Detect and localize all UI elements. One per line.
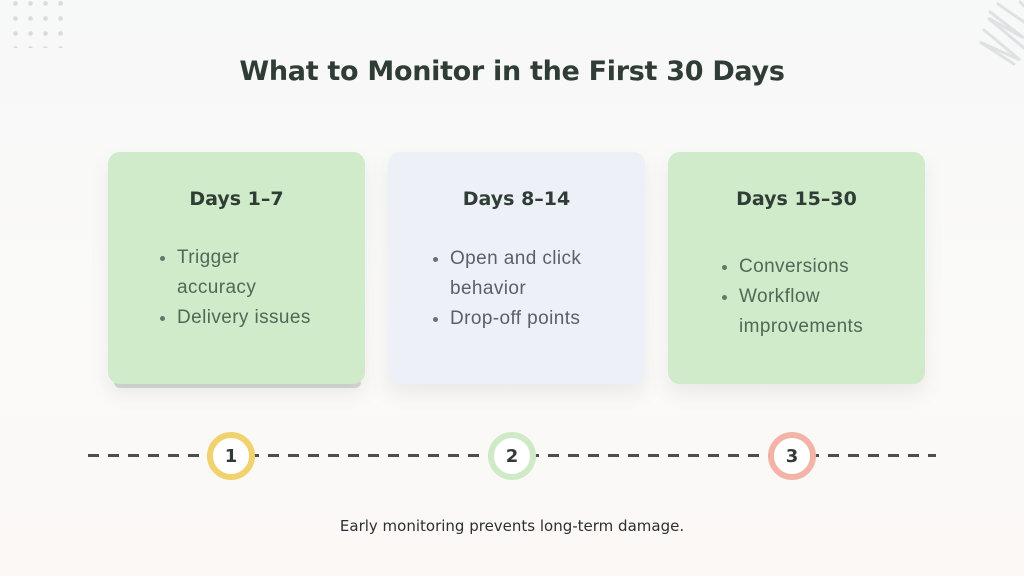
step-marker-1: 1 [207,432,255,480]
list-item-text: Conversions [739,256,850,277]
card-title: Days 1–7 [189,188,284,210]
card-days-15-30: Days 15–30 Conversions Workflow improvem… [668,152,925,384]
bullet-icon [160,256,165,261]
card-title: Days 15–30 [736,188,857,210]
bullet-icon [160,316,165,321]
list-item: Open and click behavior [433,244,633,304]
footer-caption: Early monitoring prevents long-term dama… [339,517,685,535]
step-marker-3: 3 [768,432,816,480]
list-item: Drop-off points [433,304,633,334]
list-item: Delivery issues [160,303,350,333]
bullet-icon [433,257,438,262]
bullet-icon [722,265,727,270]
list-item: Conversions [722,252,912,282]
card-list: Open and click behavior Drop-off points [433,244,633,334]
list-item-text: Delivery issues [177,307,311,328]
card-days-8-14: Days 8–14 Open and click behavior Drop-o… [388,152,645,384]
list-item-text: Open and click behavior [450,248,582,299]
card-list: Conversions Workflow improvements [722,252,912,342]
scribble-icon [979,0,1024,66]
bullet-icon [433,317,438,322]
list-item-text: Trigger accuracy [177,247,257,298]
card-days-1-7: Days 1–7 Trigger accuracy Delivery issue… [108,152,365,388]
dot-grid-icon [8,0,64,48]
list-item-text: Workflow improvements [739,286,864,337]
card-title: Days 8–14 [462,188,571,210]
card-list: Trigger accuracy Delivery issues [160,243,350,333]
list-item: Workflow improvements [722,282,912,342]
step-marker-2: 2 [488,432,536,480]
list-item-text: Drop-off points [450,308,581,329]
card-shadow-shelf [114,382,361,388]
page-title: What to Monitor in the First 30 Days [239,56,785,87]
bullet-icon [722,295,727,300]
list-item: Trigger accuracy [160,243,350,303]
